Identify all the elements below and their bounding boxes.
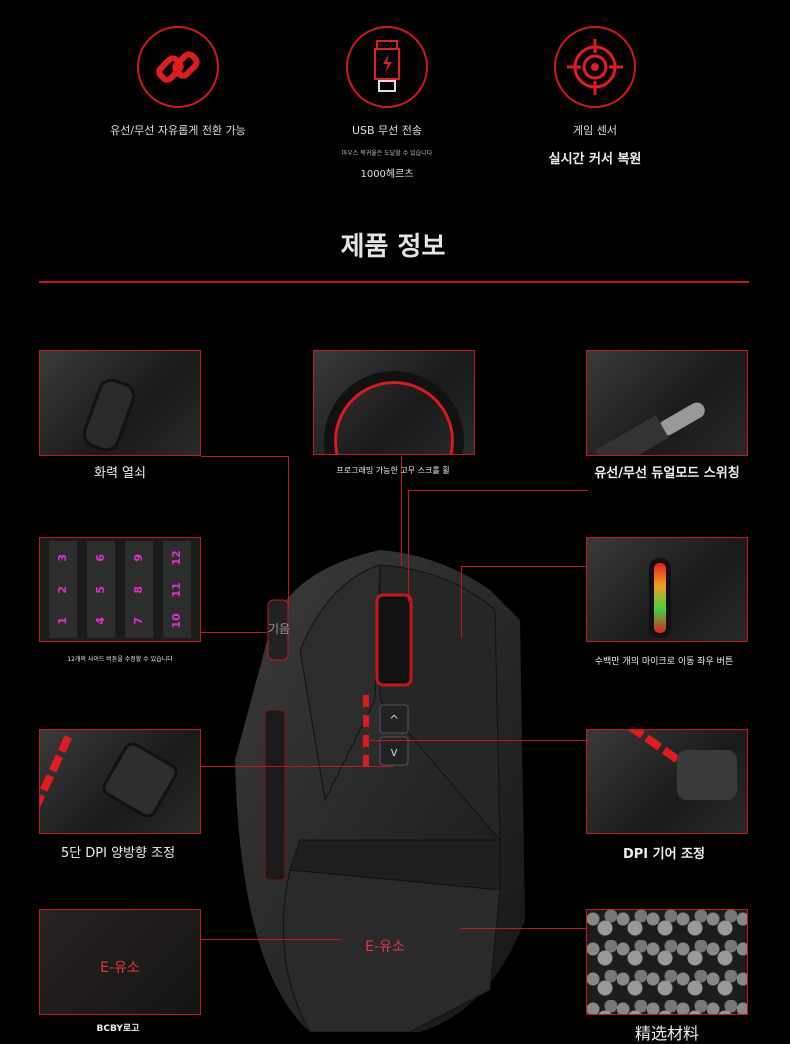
key-8: 8 xyxy=(125,572,153,607)
feature-value: 실시간 커서 복원 xyxy=(548,152,642,167)
mouse-logo: E-유소 xyxy=(365,939,405,955)
dpi-down-button xyxy=(379,736,409,766)
key-2: 2 xyxy=(49,572,77,607)
scroll-wheel-image xyxy=(313,350,475,455)
section-title: 제품 정보 xyxy=(340,232,446,262)
key-5: 5 xyxy=(87,572,115,607)
dpi-gear-image xyxy=(586,729,748,834)
key-7: 7 xyxy=(125,604,153,639)
feature-title: 게임 센서 xyxy=(573,124,617,137)
mouse-side-label: 기음 xyxy=(267,622,291,636)
dpi-gear-label: DPI 기어 조정 xyxy=(622,847,706,862)
dpi-buttons-image xyxy=(39,729,201,834)
side-keypad-image: 3 6 9 12 2 5 8 11 1 4 7 10 xyxy=(39,537,201,642)
material-image xyxy=(586,909,748,1015)
fire-key-label: 화력 열쇠 xyxy=(94,466,146,481)
key-11: 11 xyxy=(163,572,191,607)
logo-caption: BCBY로고 xyxy=(96,1024,140,1034)
svg-text:v: v xyxy=(390,745,397,759)
feature-usb: USB 무선 전송 마우스 복귀율은 도달할 수 있습니다 1000헤르츠 xyxy=(277,26,497,180)
dpi-up-button xyxy=(379,704,409,734)
material-caption: 精选材料 xyxy=(634,1024,700,1043)
logo-text: E-유소 xyxy=(100,960,140,976)
micro-switch-label: 수백만 개의 마이크로 이동 좌우 버튼 xyxy=(594,657,734,667)
feature-sensor: 게임 센서 실시간 커서 복원 xyxy=(485,26,705,167)
key-9: 9 xyxy=(125,540,153,575)
feature-value: 1000헤르츠 xyxy=(360,169,414,180)
micro-switch-image xyxy=(586,537,748,642)
feature-subtitle: 마우스 복귀율은 도달할 수 있습니다 xyxy=(341,150,433,157)
key-6: 6 xyxy=(87,540,115,575)
dual-mode-label: 유선/무선 듀얼모드 스위칭 xyxy=(594,466,740,481)
crosshair-icon xyxy=(554,26,636,108)
scroll-wheel xyxy=(375,593,413,687)
logo-image: E-유소 xyxy=(39,909,201,1015)
key-3: 3 xyxy=(49,540,77,575)
key-12: 12 xyxy=(163,540,191,575)
section-divider xyxy=(39,281,749,283)
svg-text:^: ^ xyxy=(389,713,399,727)
mouse-image: ^ v xyxy=(235,550,525,1032)
feature-title: 유선/무선 자유롭게 전환 가능 xyxy=(110,124,246,137)
key-1: 1 xyxy=(49,604,77,639)
side-buttons-label: 12개의 사이드 버튼을 수정할 수 있습니다 xyxy=(67,656,173,663)
dpi-5-label: 5단 DPI 양방향 조정 xyxy=(60,846,176,861)
link-icon xyxy=(137,26,219,108)
feature-title: USB 무선 전송 xyxy=(351,124,423,137)
key-10: 10 xyxy=(163,604,191,639)
usb-battery-icon xyxy=(346,26,428,108)
scroll-wheel-label: 프로그래밍 가능한 고무 스크롤 휠 xyxy=(336,466,450,475)
feature-wired-wireless: 유선/무선 자유롭게 전환 가능 xyxy=(68,26,288,138)
fire-key-image xyxy=(39,350,201,456)
usb-c-image xyxy=(586,350,748,456)
key-4: 4 xyxy=(87,604,115,639)
